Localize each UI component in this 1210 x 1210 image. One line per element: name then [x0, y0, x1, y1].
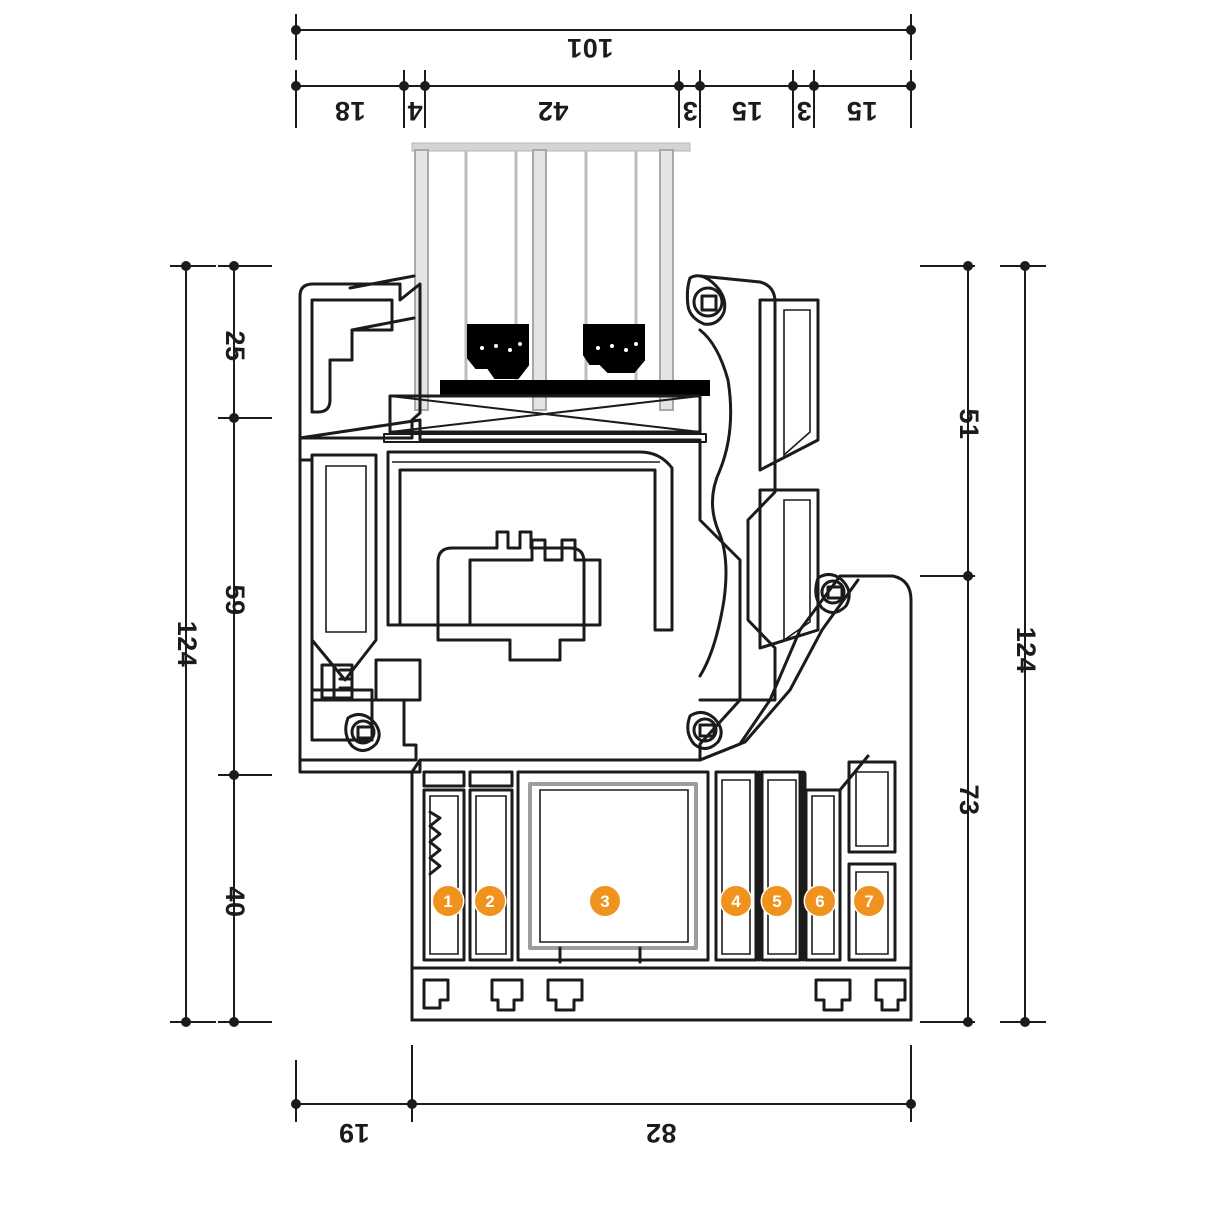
chamber-1: [422, 788, 466, 962]
sash-right-outer-wall: [698, 274, 777, 702]
glazing-spacer-bars: [440, 324, 710, 396]
dim-top-3b: 3: [796, 96, 812, 126]
sash-gasket-nub-left: [344, 713, 381, 752]
chamber-6: [804, 788, 842, 962]
dim-left-59: 59: [220, 584, 250, 615]
callout-label: 2: [485, 891, 495, 911]
dim-top-42: 42: [537, 96, 568, 126]
dim-left-25: 25: [220, 330, 250, 361]
sash-right-seal-leg: [698, 328, 733, 678]
sash-left-chamber: [310, 453, 378, 682]
anchor-grooves: [422, 978, 907, 1012]
sash-right-chamber-upper: [758, 298, 820, 472]
callout-label: 4: [731, 891, 741, 911]
dim-right-51: 51: [954, 408, 984, 439]
serrated-wall: [428, 810, 442, 876]
chamber-2: [468, 788, 514, 962]
frame-gasket-nub-upper: [814, 573, 851, 614]
sash-right-chamber-lower: [758, 488, 820, 650]
callout-label: 3: [600, 891, 610, 911]
callout-badge-7[interactable]: 7: [854, 886, 884, 916]
dim-top-4: 4: [407, 96, 423, 126]
frame-gasket-nub-lower: [686, 711, 723, 750]
callout-badge-1[interactable]: 1: [433, 886, 463, 916]
dim-right-73: 73: [954, 784, 984, 815]
callout-badge-4[interactable]: 4: [721, 886, 751, 916]
callout-label: 5: [772, 891, 782, 911]
callout-label: 6: [815, 891, 825, 911]
chamber-7-upper: [847, 760, 897, 854]
callout-label: 1: [443, 891, 453, 911]
callout-badge-6[interactable]: 6: [805, 886, 835, 916]
callout-label: 7: [864, 891, 874, 911]
frame-bottom-plate: [410, 966, 913, 1022]
callout-badge-2[interactable]: 2: [475, 886, 505, 916]
sash-body-outline: [298, 418, 742, 774]
dim-bottom-19: 19: [338, 1118, 369, 1148]
chamber-7: [847, 862, 897, 962]
sash-glazing-bead: [310, 298, 394, 414]
callout-badge-3[interactable]: 3: [590, 886, 620, 916]
glazing-unit: [411, 142, 691, 411]
dim-bottom-82: 82: [645, 1118, 676, 1148]
frame-outer-outline: [410, 574, 913, 1022]
chamber-3-steel: [528, 782, 698, 950]
callout-badge-5[interactable]: 5: [762, 886, 792, 916]
reinforcement-rib: [436, 530, 586, 662]
sash-keyway: [320, 663, 354, 700]
chamber-3-outer: [516, 770, 710, 962]
dim-top-15b: 15: [846, 96, 877, 126]
dim-top-18: 18: [334, 96, 365, 126]
dim-top-overall: 101: [567, 33, 614, 63]
dim-right-overall: 124: [1011, 627, 1041, 674]
dim-top-15a: 15: [731, 96, 762, 126]
dim-left-overall: 124: [172, 621, 202, 668]
dim-left-40: 40: [220, 886, 250, 917]
sash-drip-fin: [348, 274, 416, 332]
sash-right-gasket-housing: [685, 274, 727, 326]
chamber-4: [714, 770, 758, 962]
sash-outer-outline: [298, 282, 422, 440]
dim-top-3a: 3: [682, 96, 698, 126]
